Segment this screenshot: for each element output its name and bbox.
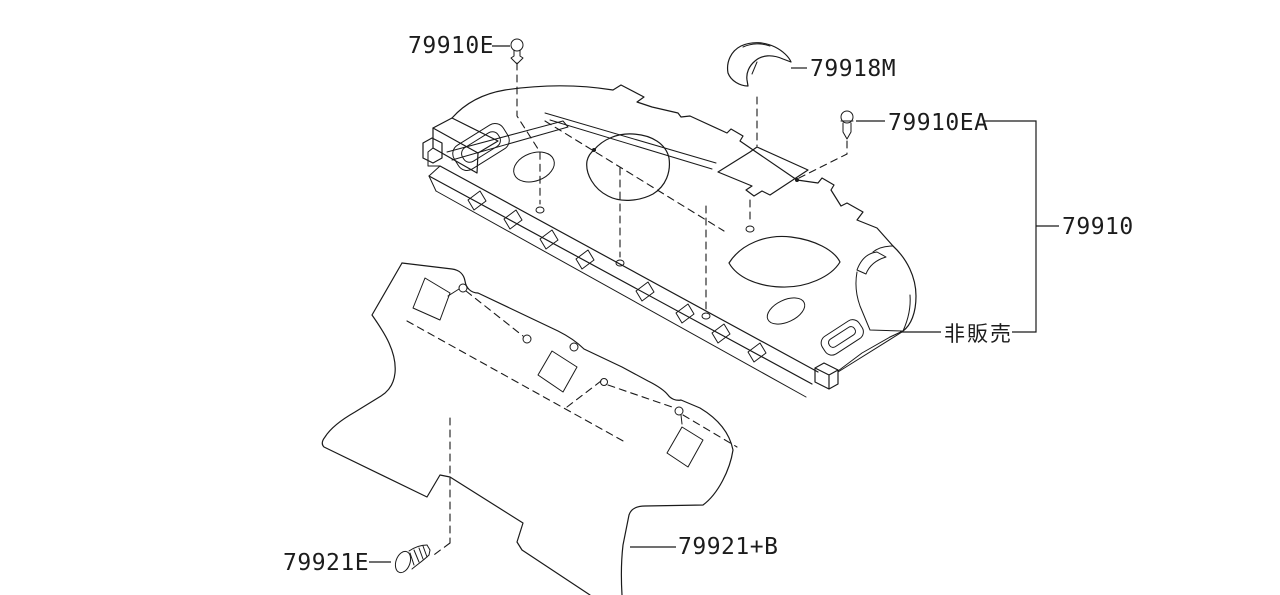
left-grille-slot — [452, 123, 510, 171]
part-label-79921b[interactable]: 79921+B — [678, 534, 778, 560]
part-label-79910e[interactable]: 79910E — [408, 33, 494, 59]
part-label-79918m[interactable]: 79918M — [810, 56, 896, 82]
left-oval-hole — [513, 151, 555, 183]
shelf-cover-79918m-drawing — [726, 42, 792, 87]
left-speaker-opening — [586, 133, 671, 201]
shelf-hidden-lines — [516, 62, 848, 320]
shelf-right-end-bracket — [837, 245, 917, 372]
callout-lines — [369, 45, 1059, 563]
shelf-left-end-bracket — [422, 117, 499, 174]
part-label-79910ea[interactable]: 79910EA — [888, 110, 988, 136]
carpet-cutout-right — [666, 426, 704, 468]
carpet-hidden-lines — [406, 290, 738, 558]
right-grille-slot — [820, 319, 864, 356]
part-label-79921e[interactable]: 79921E — [283, 550, 369, 576]
right-speaker-opening — [728, 235, 841, 288]
shelf-carpet-drawing — [321, 262, 738, 595]
carpet-cutout-center — [537, 350, 578, 393]
not-for-sale-label: 非販売 — [944, 322, 1013, 346]
clip-79910e-icon — [510, 38, 524, 65]
part-label-79910[interactable]: 79910 — [1062, 214, 1134, 240]
rear-shelf-finisher-drawing — [422, 62, 917, 398]
shelf-front-rail — [428, 165, 903, 398]
center-anchor-opening — [717, 146, 809, 197]
clip-79910ea-icon — [840, 110, 854, 140]
right-oval-hole — [766, 297, 806, 325]
tapping-screw-79921e-icon — [394, 544, 431, 574]
carpet-cutout-left — [412, 277, 451, 321]
